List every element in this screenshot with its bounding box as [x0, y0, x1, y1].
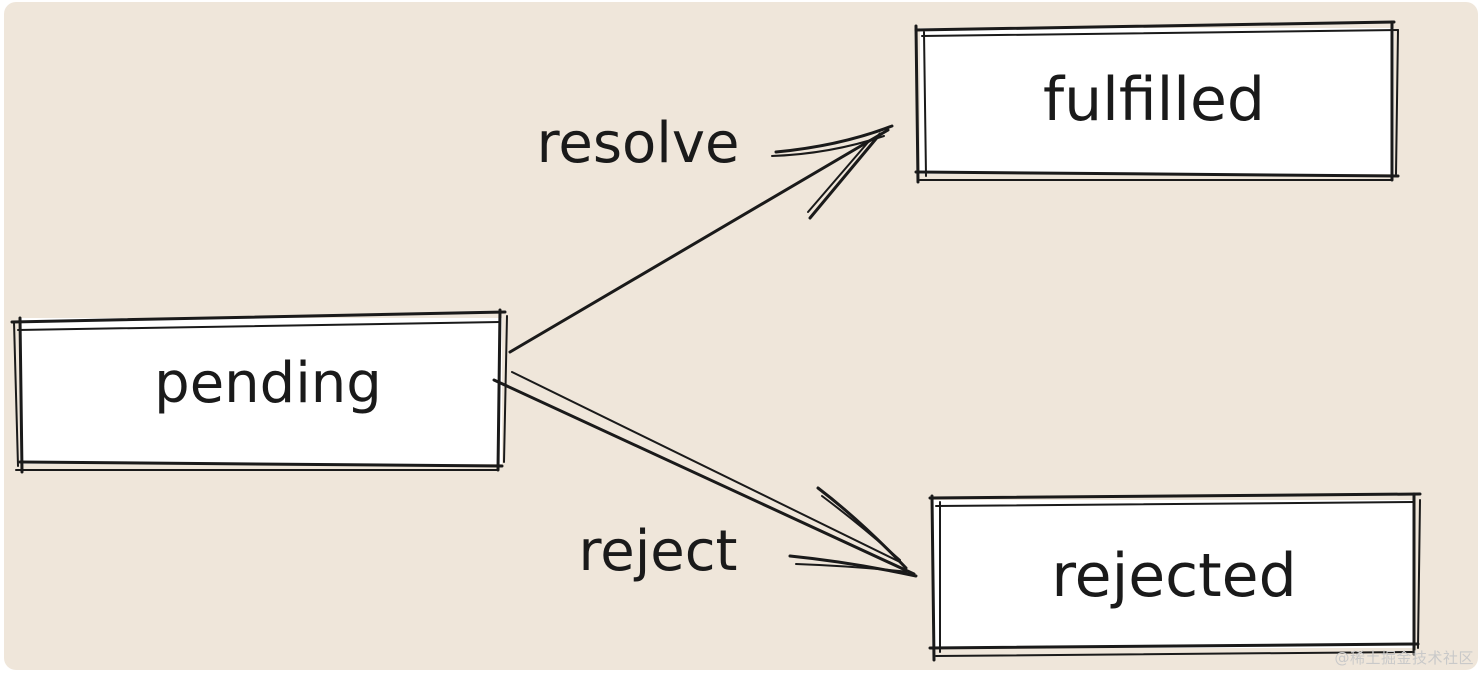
transition-label-reject: reject — [578, 519, 737, 584]
state-box-rejected: rejected — [928, 492, 1422, 662]
arrow-resolve — [508, 124, 894, 354]
arrow-reject — [492, 371, 918, 578]
transition-label-resolve: resolve — [537, 111, 740, 176]
watermark: @稀土掘金技术社区 — [1334, 649, 1474, 667]
state-box-fulfilled: fulfilled — [914, 20, 1400, 184]
state-label-rejected: rejected — [1051, 541, 1296, 611]
state-label-fulfilled: fulfilled — [1043, 65, 1265, 135]
state-box-pending: pending — [10, 308, 508, 474]
state-label-pending: pending — [154, 351, 382, 416]
